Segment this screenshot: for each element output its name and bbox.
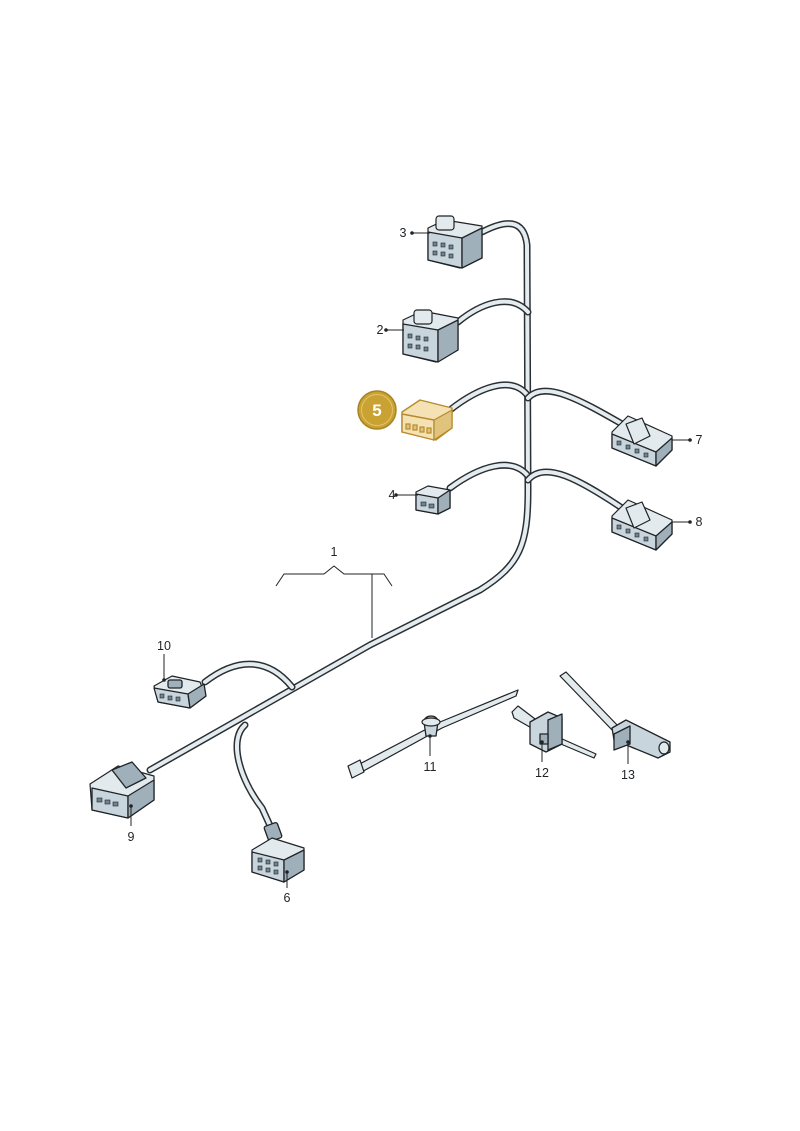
connector-3[interactable] (427, 215, 483, 269)
connector-5-highlighted[interactable] (401, 399, 453, 442)
callout-11: 11 (424, 760, 437, 774)
connector-4[interactable] (415, 485, 451, 515)
callout-12: 12 (535, 766, 549, 780)
harness-trunk (146, 220, 532, 774)
branch-7 (524, 387, 626, 428)
callout-2: 2 (377, 323, 384, 337)
connector-7[interactable] (611, 415, 673, 467)
branch-8 (524, 468, 626, 512)
connector-9[interactable] (89, 761, 155, 819)
connector-8[interactable] (611, 499, 673, 551)
callout-7: 7 (696, 433, 703, 447)
connector-2[interactable] (402, 309, 459, 363)
callout-1-bracket (275, 565, 393, 638)
callout-3: 3 (400, 226, 407, 240)
wiring-harness (146, 220, 626, 834)
leader-lines (129, 231, 692, 888)
callout-1: 1 (331, 545, 338, 559)
callout-5: 5 (372, 401, 381, 420)
cable-tie-11[interactable] (347, 689, 519, 779)
cable-tie-13[interactable] (559, 671, 671, 759)
callout-4: 4 (389, 488, 396, 502)
callout-5-badge[interactable]: 5 (357, 390, 397, 430)
callout-10: 10 (157, 639, 171, 653)
callout-8: 8 (696, 515, 703, 529)
callout-6: 6 (284, 891, 291, 905)
callout-13: 13 (621, 768, 635, 782)
clip-12[interactable] (511, 705, 597, 759)
connector-10[interactable] (153, 675, 207, 709)
connector-6[interactable] (251, 822, 305, 883)
callout-9: 9 (128, 830, 135, 844)
